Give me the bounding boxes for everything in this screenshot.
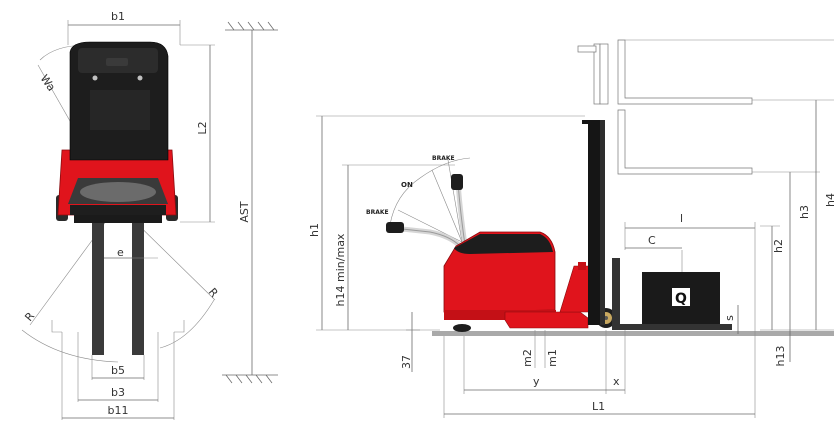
- top-view: AST Wa R R b1 L2: [21, 10, 278, 420]
- wa-label: Wa: [38, 72, 58, 93]
- raised-forks: [577, 39, 834, 175]
- h14-label: h14 min/max: [334, 233, 347, 306]
- floor-line: [432, 331, 834, 336]
- wall-hatch-bottom: [222, 374, 278, 384]
- m1-label: m1: [546, 349, 559, 367]
- truck-side-view: [443, 120, 732, 332]
- on-label: ON: [401, 181, 413, 189]
- brake-top-label: BRAKE: [432, 155, 455, 162]
- l2-label: L2: [196, 121, 209, 134]
- fork-lowered: [612, 324, 732, 330]
- h1-label: h1: [308, 223, 321, 237]
- y-label: y: [533, 375, 540, 388]
- q-label: Q: [675, 291, 687, 307]
- b5-label: b5: [111, 364, 125, 377]
- l-label: l: [680, 212, 683, 225]
- h2-label: h2: [772, 239, 785, 253]
- turn-arc-left: [21, 329, 119, 363]
- r-left-label: R: [22, 309, 37, 323]
- h3-label: h3: [798, 205, 811, 219]
- wall-hatch-top: [225, 21, 278, 31]
- l1-label: L1: [592, 400, 605, 413]
- s-label: s: [723, 315, 736, 321]
- b11-label: b11: [108, 404, 129, 417]
- turn-arc-right: [159, 299, 215, 349]
- b1-label: b1: [111, 10, 125, 23]
- truck-top-view: [56, 41, 178, 355]
- h4-label: h4: [824, 193, 834, 207]
- brake-bottom-label: BRAKE: [366, 209, 389, 216]
- c-label: C: [648, 234, 656, 247]
- tiller-handle: [386, 174, 468, 248]
- mast: [588, 120, 600, 325]
- side-view: h1 h14 min/max 37 BRAKE ON BRAKE: [308, 39, 834, 418]
- h13-label: h13: [774, 346, 787, 367]
- load-q-badge: [672, 288, 690, 306]
- dim37-label: 37: [400, 355, 413, 369]
- x-label: x: [613, 375, 620, 388]
- m2-label: m2: [521, 349, 534, 367]
- ast-label: AST: [238, 201, 251, 223]
- b3-label: b3: [111, 386, 125, 399]
- fork-right: [132, 222, 144, 355]
- fork-left: [92, 222, 104, 355]
- handle-swing-arc: [389, 157, 471, 226]
- e-label: e: [117, 246, 124, 259]
